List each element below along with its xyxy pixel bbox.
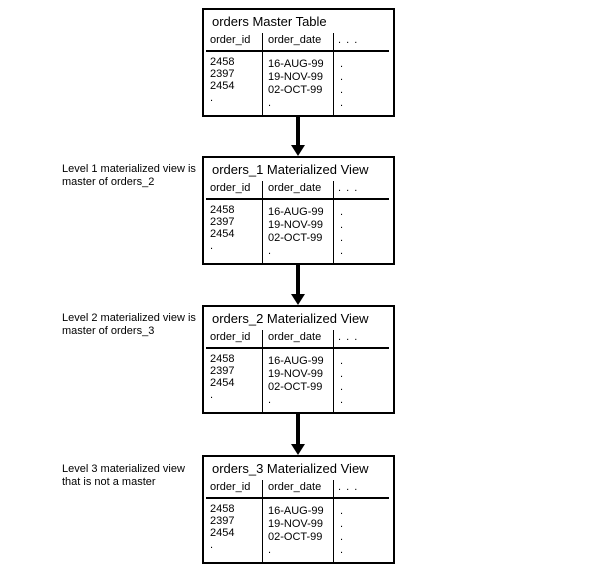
arrow-down-1 bbox=[291, 117, 305, 156]
arrow-shaft bbox=[296, 264, 300, 296]
arrow-shaft bbox=[296, 413, 300, 446]
column-header-order-id: order_id bbox=[210, 182, 251, 194]
column-header-order-date: order_date bbox=[268, 34, 322, 46]
ellipsis-cells: . . . . bbox=[340, 58, 344, 109]
level-1-label: Level 1 materialized view is master of o… bbox=[62, 163, 196, 188]
column-header-order-date: order_date bbox=[268, 331, 322, 343]
order-id-cells: 2458 2397 2454 . bbox=[210, 353, 235, 401]
table-title: orders_2 Materialized View bbox=[212, 311, 369, 326]
order-date-cells: 16-AUG-99 19-NOV-99 02-OCT-99 . bbox=[268, 206, 324, 257]
arrow-head-icon bbox=[291, 145, 305, 156]
order-id-cells: 2458 2397 2454 . bbox=[210, 56, 235, 104]
header-rule bbox=[206, 50, 389, 52]
arrow-shaft bbox=[296, 117, 300, 147]
column-separator bbox=[333, 480, 334, 562]
orders-3-materialized-view-box: orders_3 Materialized View order_id orde… bbox=[202, 455, 395, 564]
arrow-head-icon bbox=[291, 294, 305, 305]
ellipsis-cells: . . . . bbox=[340, 505, 344, 556]
column-header-ellipsis: . . . bbox=[338, 331, 359, 343]
table-title: orders_1 Materialized View bbox=[212, 162, 369, 177]
column-separator bbox=[333, 33, 334, 115]
column-header-order-date: order_date bbox=[268, 481, 322, 493]
orders-master-table-box: orders Master Table order_id order_date … bbox=[202, 8, 395, 117]
column-header-order-id: order_id bbox=[210, 331, 251, 343]
table-title: orders_3 Materialized View bbox=[212, 461, 369, 476]
orders-1-materialized-view-box: orders_1 Materialized View order_id orde… bbox=[202, 156, 395, 265]
level-3-label: Level 3 materialized view that is not a … bbox=[62, 463, 185, 488]
column-separator bbox=[262, 181, 263, 263]
column-header-order-date: order_date bbox=[268, 182, 322, 194]
arrow-head-icon bbox=[291, 444, 305, 455]
header-rule bbox=[206, 497, 389, 499]
arrow-down-3 bbox=[291, 413, 305, 455]
arrow-down-2 bbox=[291, 264, 305, 305]
column-header-ellipsis: . . . bbox=[338, 481, 359, 493]
order-date-cells: 16-AUG-99 19-NOV-99 02-OCT-99 . bbox=[268, 505, 324, 556]
order-id-cells: 2458 2397 2454 . bbox=[210, 503, 235, 551]
header-rule bbox=[206, 347, 389, 349]
ellipsis-cells: . . . . bbox=[340, 355, 344, 406]
table-title: orders Master Table bbox=[212, 14, 327, 29]
ellipsis-cells: . . . . bbox=[340, 206, 344, 257]
column-separator bbox=[262, 330, 263, 412]
column-separator bbox=[262, 480, 263, 562]
column-header-ellipsis: . . . bbox=[338, 182, 359, 194]
column-separator bbox=[262, 33, 263, 115]
column-header-order-id: order_id bbox=[210, 34, 251, 46]
order-date-cells: 16-AUG-99 19-NOV-99 02-OCT-99 . bbox=[268, 58, 324, 109]
column-separator bbox=[333, 181, 334, 263]
header-rule bbox=[206, 198, 389, 200]
column-header-ellipsis: . . . bbox=[338, 34, 359, 46]
level-2-label: Level 2 materialized view is master of o… bbox=[62, 312, 196, 337]
orders-2-materialized-view-box: orders_2 Materialized View order_id orde… bbox=[202, 305, 395, 414]
column-separator bbox=[333, 330, 334, 412]
column-header-order-id: order_id bbox=[210, 481, 251, 493]
order-date-cells: 16-AUG-99 19-NOV-99 02-OCT-99 . bbox=[268, 355, 324, 406]
order-id-cells: 2458 2397 2454 . bbox=[210, 204, 235, 252]
